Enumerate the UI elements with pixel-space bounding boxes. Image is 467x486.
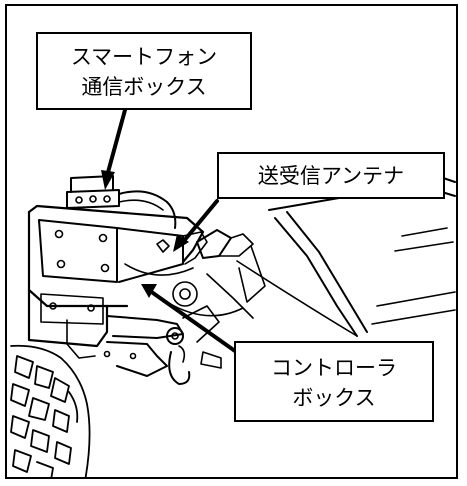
callout-smartphone-box: スマートフォン 通信ボックス bbox=[36, 32, 252, 110]
smartphone-communication-box bbox=[66, 175, 177, 229]
lower-frame bbox=[27, 288, 222, 385]
callout-controller-box-line1: コントローラ bbox=[271, 356, 397, 380]
antenna bbox=[196, 229, 266, 303]
tyre bbox=[10, 344, 91, 477]
tractor-illustration bbox=[10, 108, 456, 477]
callout-controller-box: コントローラ ボックス bbox=[234, 341, 434, 422]
callout-antenna-line1: 送受信アンテナ bbox=[257, 164, 405, 188]
callout-controller-box-line2: ボックス bbox=[292, 386, 376, 410]
callout-antenna: 送受信アンテナ bbox=[217, 152, 445, 199]
figure-frame: スマートフォン 通信ボックス 送受信アンテナ コントローラ ボックス bbox=[5, 4, 458, 479]
leader-arrows bbox=[101, 108, 237, 353]
callout-smartphone-box-line2: 通信ボックス bbox=[81, 75, 207, 99]
callout-smartphone-box-line1: スマートフォン bbox=[70, 45, 218, 69]
